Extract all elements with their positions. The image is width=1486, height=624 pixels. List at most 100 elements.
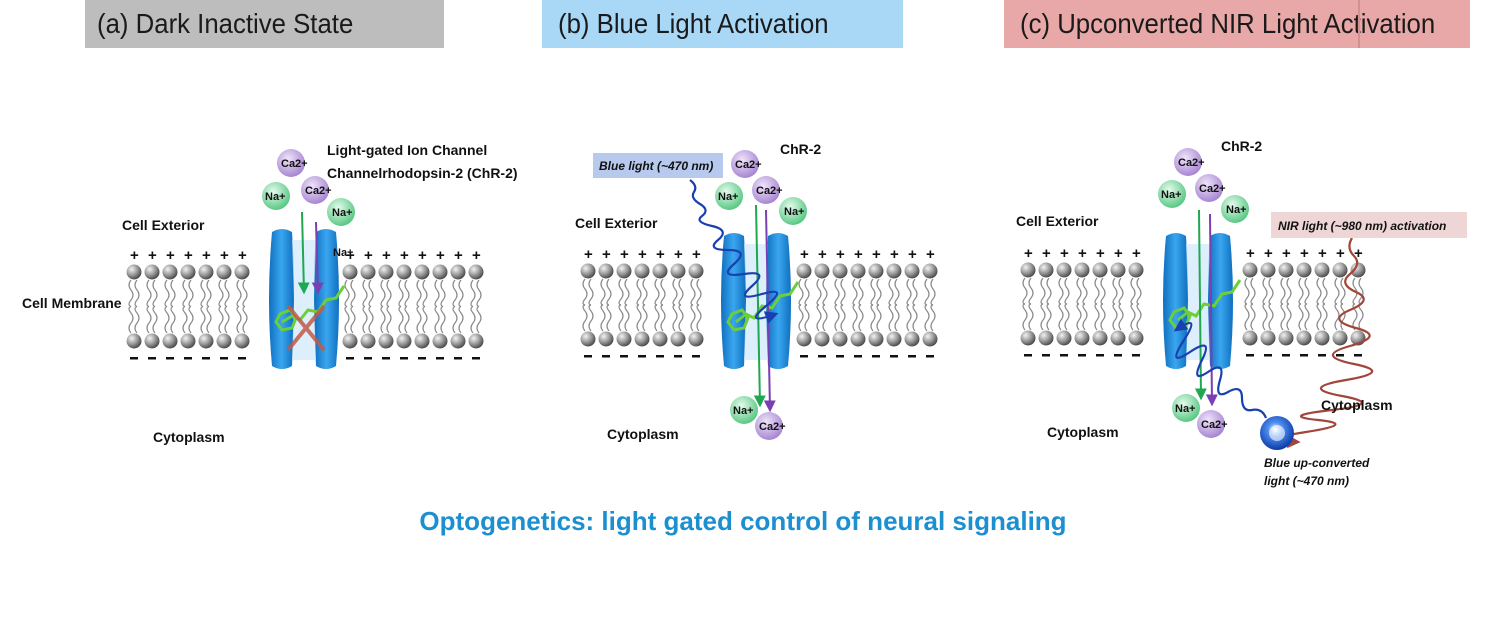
svg-text:+: + bbox=[656, 246, 665, 263]
svg-text:+: + bbox=[148, 247, 157, 264]
panel-c-title: (c) Upconverted NIR Light Activation bbox=[1004, 0, 1470, 48]
blue-light-label: Blue light (~470 nm) bbox=[593, 153, 723, 178]
ca-flow-arrow-b bbox=[763, 209, 776, 413]
svg-text:+: + bbox=[692, 246, 701, 263]
ion-na-b2: Na+ bbox=[779, 197, 807, 225]
ion-ca-a2: Ca2+ bbox=[301, 176, 332, 204]
na-flow-arrow-a bbox=[297, 211, 310, 295]
svg-text:+: + bbox=[602, 246, 611, 263]
svg-text:+: + bbox=[400, 247, 409, 264]
ion-ca-c1: Ca2+ bbox=[1174, 148, 1205, 176]
cell-membrane-label: Cell Membrane bbox=[22, 295, 122, 311]
na-flow-arrow-c bbox=[1194, 209, 1207, 401]
nir-light-label: NIR light (~980 nm) activation bbox=[1271, 212, 1467, 238]
svg-text:+: + bbox=[620, 246, 629, 263]
blocked-cross-icon bbox=[286, 304, 326, 352]
chr2-channel-c bbox=[1163, 233, 1233, 369]
svg-text:+: + bbox=[382, 247, 391, 264]
ion-ca-c3: Ca2+ bbox=[1197, 410, 1228, 438]
svg-text:+: + bbox=[436, 247, 445, 264]
ion-ca-b3: Ca2+ bbox=[755, 412, 786, 440]
svg-text:+: + bbox=[418, 247, 427, 264]
svg-text:Na+: Na+ bbox=[1175, 403, 1196, 415]
cell-membrane-b: +++++++++++++++ bbox=[580, 246, 938, 358]
svg-text:Na+: Na+ bbox=[718, 191, 739, 203]
svg-text:+: + bbox=[166, 247, 175, 264]
svg-text:+: + bbox=[1282, 245, 1291, 262]
svg-text:+: + bbox=[1354, 245, 1363, 262]
ion-na-a2: Na+ bbox=[327, 198, 355, 226]
cell-membrane-c: ++++++++++++++ bbox=[1020, 245, 1366, 357]
ion-na-c2: Na+ bbox=[1221, 195, 1249, 223]
chr2-label-b: ChR-2 bbox=[780, 141, 821, 157]
panel-b-title: (b) Blue Light Activation bbox=[542, 0, 903, 48]
svg-text:Na+: Na+ bbox=[1161, 189, 1182, 201]
svg-text:+: + bbox=[364, 247, 373, 264]
svg-text:+: + bbox=[926, 246, 935, 263]
ion-na-b1: Na+ bbox=[715, 182, 743, 210]
ca-flow-arrow-c bbox=[1205, 213, 1218, 407]
svg-text:+: + bbox=[472, 247, 481, 264]
cytoplasm-label-c-right: Cytoplasm bbox=[1321, 397, 1393, 413]
blue-light-arrow bbox=[689, 179, 779, 324]
figure-caption: Optogenetics: light gated control of neu… bbox=[419, 506, 1067, 536]
ion-na-c1: Na+ bbox=[1158, 180, 1186, 208]
ion-na-a3: Na+ bbox=[333, 247, 354, 259]
svg-text:+: + bbox=[1246, 245, 1255, 262]
svg-text:+: + bbox=[1060, 245, 1069, 262]
upconverted-light-arrow bbox=[1173, 318, 1268, 419]
svg-text:+: + bbox=[908, 246, 917, 263]
cell-membrane-a: +++++++++++++++ bbox=[126, 247, 484, 360]
svg-text:+: + bbox=[1114, 245, 1123, 262]
svg-text:+: + bbox=[836, 246, 845, 263]
cell-exterior-label-c: Cell Exterior bbox=[1016, 213, 1099, 229]
cell-exterior-label-a: Cell Exterior bbox=[122, 217, 205, 233]
svg-text:+: + bbox=[1096, 245, 1105, 262]
svg-text:Na+: Na+ bbox=[332, 207, 353, 219]
svg-text:Ca2+: Ca2+ bbox=[281, 158, 308, 170]
svg-text:Na+: Na+ bbox=[733, 405, 754, 417]
svg-text:+: + bbox=[220, 247, 229, 264]
svg-text:Na+: Na+ bbox=[333, 247, 354, 259]
svg-text:+: + bbox=[638, 246, 647, 263]
channel-label-line1: Light-gated Ion Channel bbox=[327, 142, 487, 158]
svg-text:+: + bbox=[1132, 245, 1141, 262]
na-flow-arrow-b bbox=[753, 204, 766, 408]
panel-a-title: (a) Dark Inactive State bbox=[85, 0, 444, 48]
ion-na-b3: Na+ bbox=[730, 396, 758, 424]
svg-text:+: + bbox=[1024, 245, 1033, 262]
upconversion-nanoparticle bbox=[1260, 416, 1294, 450]
svg-text:Na+: Na+ bbox=[784, 206, 805, 218]
svg-text:+: + bbox=[130, 247, 139, 264]
svg-text:NIR light (~980 nm) activation: NIR light (~980 nm) activation bbox=[1278, 219, 1446, 233]
ion-na-c3: Na+ bbox=[1172, 394, 1200, 422]
ion-na-a1: Na+ bbox=[262, 182, 290, 210]
svg-text:+: + bbox=[1078, 245, 1087, 262]
svg-text:+: + bbox=[872, 246, 881, 263]
svg-text:+: + bbox=[1336, 245, 1345, 262]
svg-text:+: + bbox=[184, 247, 193, 264]
cytoplasm-label-b: Cytoplasm bbox=[607, 426, 679, 442]
cytoplasm-label-a: Cytoplasm bbox=[153, 429, 225, 445]
cell-exterior-label-b: Cell Exterior bbox=[575, 215, 658, 231]
svg-text:+: + bbox=[1042, 245, 1051, 262]
svg-text:+: + bbox=[1264, 245, 1273, 262]
svg-text:+: + bbox=[238, 247, 247, 264]
header-divider bbox=[1358, 0, 1360, 48]
ion-ca-c2: Ca2+ bbox=[1195, 174, 1226, 202]
svg-text:+: + bbox=[818, 246, 827, 263]
svg-text:Na+: Na+ bbox=[1226, 204, 1247, 216]
svg-text:+: + bbox=[346, 247, 355, 264]
ion-ca-a1: Ca2+ bbox=[277, 149, 308, 177]
nir-light-arrow bbox=[1276, 237, 1374, 449]
svg-text:+: + bbox=[890, 246, 899, 263]
ca-flow-arrow-a bbox=[311, 221, 324, 295]
svg-text:+: + bbox=[454, 247, 463, 264]
upconverted-label-line1: Blue up-converted bbox=[1264, 456, 1370, 470]
svg-text:+: + bbox=[1300, 245, 1309, 262]
svg-text:+: + bbox=[800, 246, 809, 263]
upconverted-label-line2: light (~470 nm) bbox=[1264, 474, 1349, 488]
svg-text:Ca2+: Ca2+ bbox=[1178, 157, 1205, 169]
svg-text:Ca2+: Ca2+ bbox=[735, 159, 762, 171]
chr2-label-c: ChR-2 bbox=[1221, 138, 1262, 154]
